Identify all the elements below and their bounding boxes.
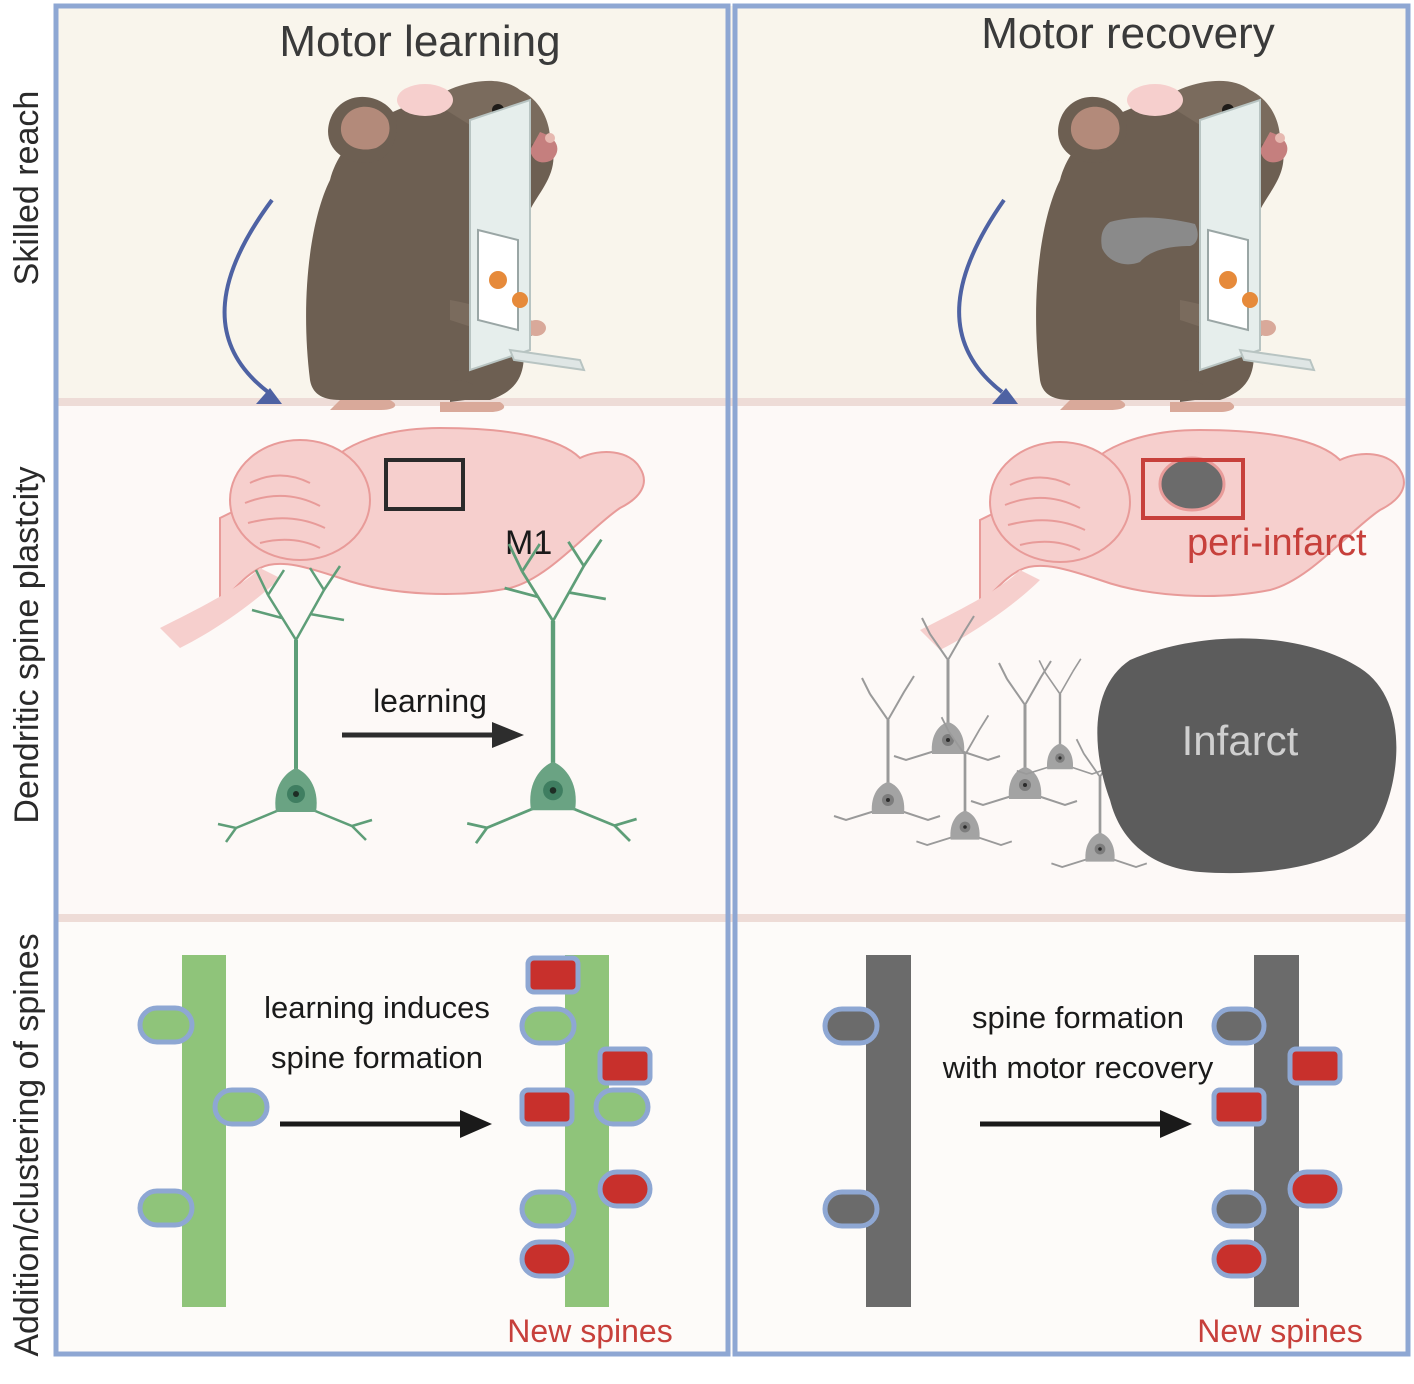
dendrite-before-learning xyxy=(182,955,226,1307)
dendrite-before-recovery xyxy=(866,955,911,1307)
existing-spines-before-recovery xyxy=(822,1006,880,1229)
curved-arrow-left xyxy=(222,198,274,394)
infarct-blob xyxy=(1097,638,1397,874)
column-title-motor-recovery: Motor recovery xyxy=(981,9,1274,58)
spine-formation-recovery-line2: with motor recovery xyxy=(942,1050,1214,1085)
m1-label: M1 xyxy=(505,524,552,562)
row-label-addition-clustering: Addition/clustering of spines xyxy=(8,933,46,1356)
new-spines-recovery xyxy=(1211,1046,1343,1279)
right-column-border xyxy=(732,3,1411,1357)
row-label-dendritic-spine-plasticity: Dendritic spine plastcity xyxy=(8,466,46,823)
m1-region-box xyxy=(384,458,465,511)
new-spines-label-right: New spines xyxy=(1197,1313,1362,1349)
learning-arrow-label: learning xyxy=(373,683,487,719)
dendrite-after-learning xyxy=(565,955,609,1307)
column-title-motor-learning: Motor learning xyxy=(279,17,560,66)
existing-spines-after-learning xyxy=(519,1006,651,1229)
new-spines-label-left: New spines xyxy=(507,1313,672,1349)
impaired-limb-shading xyxy=(1101,217,1198,265)
infarct-label: Infarct xyxy=(1182,717,1299,764)
peri-infarct-box xyxy=(1141,458,1245,520)
infarct-region-on-brain xyxy=(1158,456,1226,512)
row-label-skilled-reach: Skilled reach xyxy=(8,91,46,286)
spine-formation-recovery-line1: spine formation xyxy=(972,1000,1184,1035)
curved-arrow-right xyxy=(957,198,1006,394)
learning-induces-line1: learning induces xyxy=(264,990,490,1025)
learning-induces-line2: spine formation xyxy=(271,1040,483,1075)
existing-spines-before-learning xyxy=(137,1005,270,1228)
peri-infarct-label: peri-infarct xyxy=(1187,522,1367,564)
left-column-border xyxy=(53,3,731,1357)
existing-spines-after-recovery xyxy=(1211,1006,1267,1229)
new-spines-learning xyxy=(519,955,653,1279)
